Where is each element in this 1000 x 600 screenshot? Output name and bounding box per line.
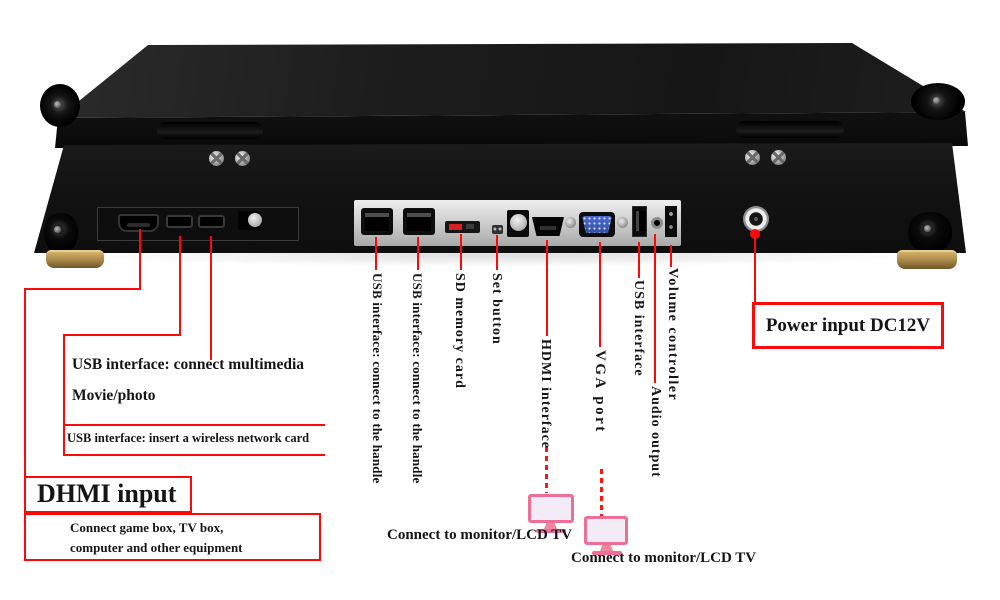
button-cap	[510, 214, 527, 231]
label-usb-interface: USB interface	[631, 280, 646, 377]
monitor-screen	[584, 516, 628, 545]
lid-corner-foot-right	[911, 83, 965, 120]
vga-dsub-blue	[582, 216, 612, 233]
monitor-caption-1: Connect to monitor/LCD TV	[387, 527, 573, 543]
screw-icon	[54, 101, 61, 108]
dhmi-input-title: DHMI input	[37, 479, 177, 508]
label-hdmi-interface: HDMI interface	[538, 339, 553, 450]
label-set-button: Set button	[489, 273, 504, 345]
usb-a-slot	[365, 213, 389, 231]
vga-connector	[579, 212, 615, 237]
screw-icon	[235, 151, 250, 166]
device-lid-top	[58, 43, 966, 118]
screw-icon	[54, 226, 61, 233]
power-jack-marker	[750, 229, 760, 239]
monitor-base	[536, 529, 566, 533]
monitor-screen	[528, 494, 574, 523]
label-volume-controller: Volume controller	[665, 268, 680, 402]
wireless-label-rule-bottom	[63, 454, 325, 456]
corner-bumper-bottom-left	[44, 213, 78, 253]
power-input-label: Power input DC12V	[765, 315, 931, 336]
label-usb-multimedia-line1: USB interface: connect multimedia	[72, 356, 305, 373]
label-sd-card: SD memory card	[452, 273, 467, 389]
dashed-line-vga-to-monitor	[600, 469, 603, 516]
volume-control-port	[665, 206, 677, 237]
usb-port-multimedia	[166, 215, 193, 228]
round-button	[507, 210, 529, 237]
usb-slot	[636, 211, 646, 231]
callout-line-hdmi	[546, 240, 548, 336]
callout-line-usbm1-v1	[179, 236, 181, 336]
button-cap	[248, 213, 262, 227]
callout-line-usb3	[638, 242, 640, 278]
sd-card	[449, 224, 462, 230]
callout-line-sd	[460, 234, 462, 270]
callout-line-hdmi-input-h	[24, 288, 141, 290]
dhmi-desc-line1: Connect game box, TV box,	[70, 520, 224, 535]
hdmi-slot	[540, 226, 556, 230]
vga-screw-left	[565, 217, 576, 228]
usb-port-wireless	[198, 215, 225, 228]
screw-icon	[745, 150, 760, 165]
label-usb-wireless: USB interface: insert a wireless network…	[67, 431, 310, 445]
dashed-line-hdmi-to-monitor	[545, 447, 548, 493]
usb-vertical-port	[632, 206, 647, 237]
sd-slot-detail	[466, 224, 474, 229]
sd-card-slot	[445, 221, 480, 233]
power-jack	[743, 206, 769, 232]
dhmi-description-box: Connect game box, TV box, computer and o…	[24, 513, 321, 561]
screw-icon	[924, 225, 931, 232]
callout-line-hdmi-input-v1	[139, 229, 141, 290]
hinge-right	[736, 121, 844, 138]
device-shadow	[70, 249, 930, 267]
label-vga-port: VGA port	[592, 350, 608, 434]
callout-line-usb1	[375, 237, 377, 270]
audio-jack	[651, 217, 663, 229]
corner-bumper-bottom-right	[908, 212, 952, 253]
callout-line-usbm1-v2	[63, 334, 65, 456]
hinge-left	[157, 122, 263, 139]
monitor-base	[592, 551, 622, 555]
set-button	[492, 225, 503, 234]
vga-screw-right	[617, 217, 628, 228]
callout-line-power	[754, 237, 756, 303]
label-audio-output: Audio output	[648, 386, 663, 478]
callout-line-volume	[670, 245, 672, 267]
vga-port	[565, 210, 628, 239]
callout-line-usbm2	[210, 236, 212, 360]
recess-button	[238, 211, 262, 230]
dhmi-desc-line2: computer and other equipment	[70, 540, 243, 555]
screw-icon	[933, 97, 940, 104]
callout-line-vga	[599, 242, 601, 347]
usb-a-slot	[407, 213, 431, 231]
screw-icon	[771, 150, 786, 165]
callout-line-usbm1-h	[63, 334, 181, 336]
lid-corner-foot-left	[40, 84, 80, 127]
dhmi-input-box: DHMI input	[24, 476, 192, 513]
hdmi-output-port	[532, 217, 564, 236]
brass-foot-right	[897, 250, 957, 269]
callout-line-usb2	[417, 237, 419, 270]
monitor-stand	[544, 523, 557, 529]
monitor-caption-2: Connect to monitor/LCD TV	[571, 550, 757, 566]
monitor-stand	[600, 545, 613, 551]
label-usb-handle-1: USB interface: connect to the handle	[370, 273, 385, 484]
callout-line-hdmi-input-v2	[24, 288, 26, 478]
screw-icon	[209, 151, 224, 166]
callout-line-audio	[654, 234, 656, 383]
wireless-label-rule-top	[63, 424, 325, 426]
usb-a-port-1	[361, 208, 393, 235]
callout-line-set	[496, 235, 498, 270]
power-input-box: Power input DC12V	[752, 302, 944, 349]
hdmi-input-port	[118, 214, 159, 232]
label-usb-multimedia-line2: Movie/photo	[72, 387, 156, 404]
usb-a-port-2	[403, 208, 435, 235]
hdmi-slot	[127, 223, 150, 227]
label-usb-handle-2: USB interface: connect to the handle	[410, 273, 425, 484]
brass-foot-left	[46, 250, 104, 268]
